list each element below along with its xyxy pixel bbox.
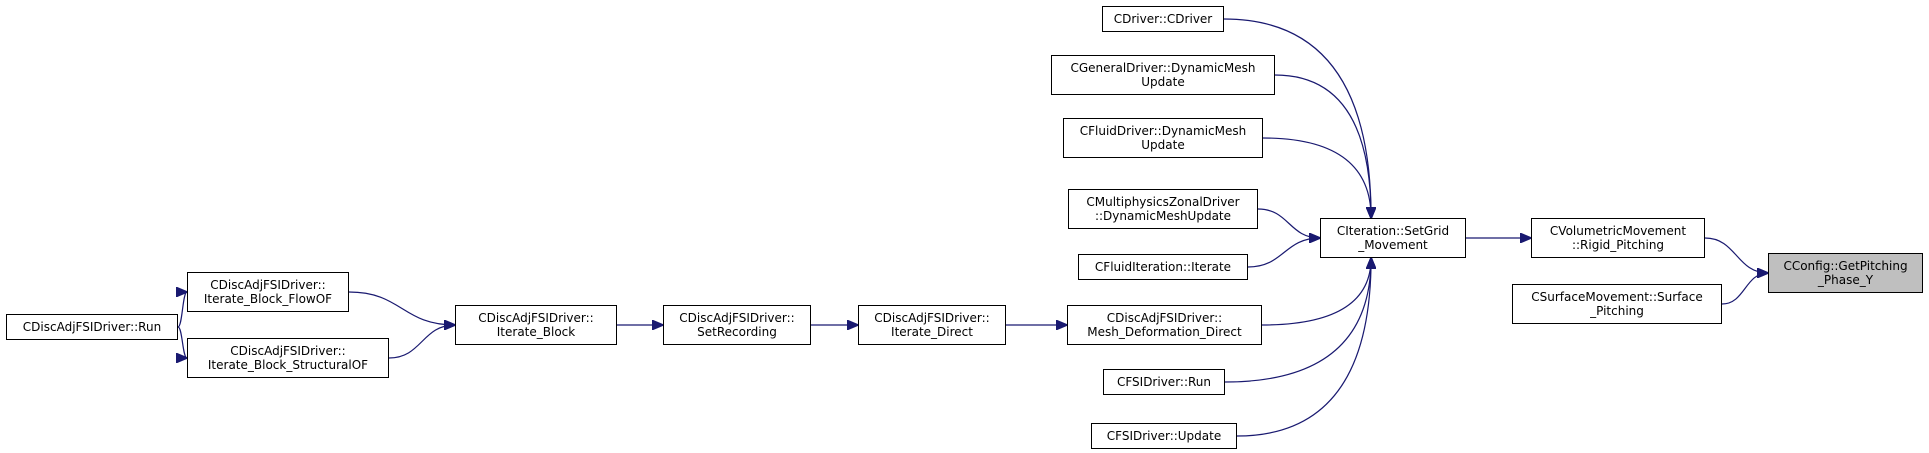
node-cconfig-getpitching-phase-y: CConfig::GetPitching _Phase_Y — [1768, 253, 1923, 293]
node-cvolumetricmovement-rigid-pitching[interactable]: CVolumetricMovement ::Rigid_Pitching — [1531, 218, 1705, 258]
edge-fluiditer-to-setgrid — [1247, 238, 1320, 268]
node-cfluiddriver-dynamicmeshupdate[interactable]: CFluidDriver::DynamicMesh Update — [1063, 118, 1263, 158]
edge-meshdef-to-setgrid — [1261, 258, 1371, 326]
node-citeration-setgrid-movement[interactable]: CIteration::SetGrid _Movement — [1320, 218, 1466, 258]
edge-fluiddyn-to-setgrid — [1262, 137, 1371, 218]
node-csurfacemovement-surface-pitching[interactable]: CSurfaceMovement::Surface _Pitching — [1512, 284, 1722, 324]
edge-multidyn-to-setgrid — [1257, 208, 1320, 238]
node-cdiscadjfsidriver-iterate-block-flowof[interactable]: CDiscAdjFSIDriver:: Iterate_Block_FlowOF — [187, 272, 349, 312]
node-cmultiphysicszonaldriver-dynamicmeshupdate[interactable]: CMultiphysicsZonalDriver ::DynamicMeshUp… — [1068, 189, 1258, 229]
edge-fsiupdate-to-setgrid — [1236, 258, 1371, 437]
edge-structof-to-iterblock — [388, 325, 455, 359]
node-cdiscadjfsidriver-iterate-block[interactable]: CDiscAdjFSIDriver:: Iterate_Block — [455, 305, 617, 345]
node-cdiscadjfsidriver-run[interactable]: CDiscAdjFSIDriver::Run — [6, 314, 178, 340]
edge-run-to-structof — [178, 326, 187, 358]
edge-run-to-flowof — [178, 292, 187, 328]
edge-fsirun-to-setgrid — [1224, 258, 1371, 383]
edge-flowof-to-iterblock — [348, 291, 455, 325]
edge-gendyn-to-setgrid — [1274, 74, 1371, 218]
node-cdriver-cdriver[interactable]: CDriver::CDriver — [1102, 6, 1224, 32]
node-cfsidriver-run[interactable]: CFSIDriver::Run — [1103, 369, 1225, 395]
node-cdiscadjfsidriver-iterate-block-structuralof[interactable]: CDiscAdjFSIDriver:: Iterate_Block_Struct… — [187, 338, 389, 378]
node-cgeneraldriver-dynamicmeshupdate[interactable]: CGeneralDriver::DynamicMesh Update — [1051, 55, 1275, 95]
edge-volrigid-to-target — [1704, 237, 1768, 273]
node-cdiscadjfsidriver-setrecording[interactable]: CDiscAdjFSIDriver:: SetRecording — [663, 305, 811, 345]
node-cdiscadjfsidriver-iterate-direct[interactable]: CDiscAdjFSIDriver:: Iterate_Direct — [858, 305, 1006, 345]
node-cdiscadjfsidriver-mesh-deformation-direct[interactable]: CDiscAdjFSIDriver:: Mesh_Deformation_Dir… — [1067, 305, 1262, 345]
edge-surfpitch-to-target — [1721, 273, 1768, 305]
edge-cdriver-to-setgrid — [1223, 18, 1371, 218]
node-cfluiditeration-iterate[interactable]: CFluidIteration::Iterate — [1078, 254, 1248, 280]
node-cfsidriver-update[interactable]: CFSIDriver::Update — [1091, 423, 1237, 449]
